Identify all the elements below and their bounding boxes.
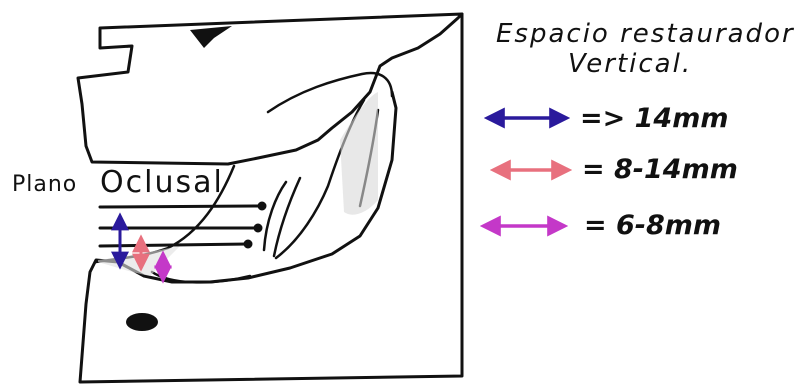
- legend: => 14mm = 8-14mm = 6-8mm: [479, 103, 738, 241]
- gum-shading: [98, 246, 180, 276]
- ramus-shading: [340, 92, 378, 215]
- occlusal-plane-lines: [98, 201, 267, 249]
- legend-value-pink: = 8-14mm: [582, 154, 738, 185]
- legend-title-line1: Espacio restaurador: [496, 19, 795, 49]
- legend-value-magenta: = 6-8mm: [584, 210, 721, 241]
- occlusal-plane-label-1: Plano: [12, 172, 77, 197]
- mental-foramen-mark: [126, 313, 158, 331]
- legend-value-blue: => 14mm: [580, 103, 729, 134]
- cranial-notch-mark: [190, 26, 232, 48]
- maxilla-outline: [76, 12, 464, 166]
- legend-title-line2: Vertical.: [568, 49, 692, 79]
- occlusal-plane-label-2: Oclusal: [100, 165, 224, 200]
